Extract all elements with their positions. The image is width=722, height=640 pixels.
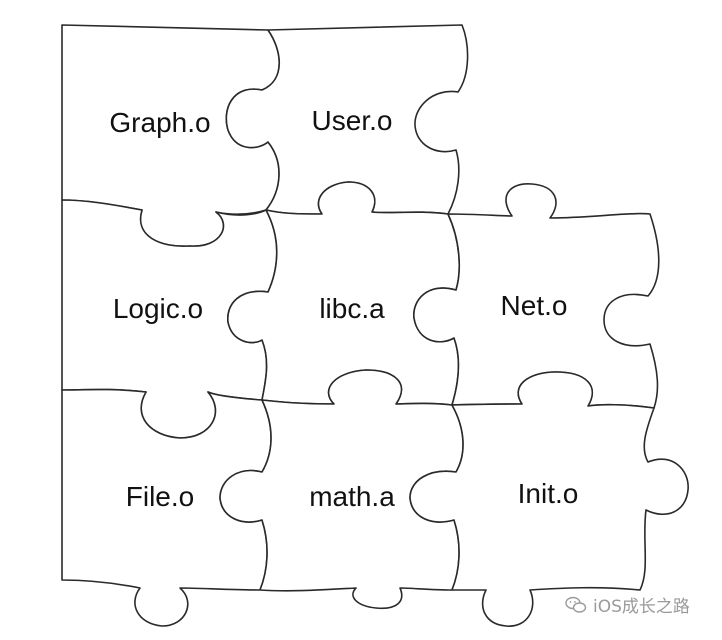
piece-init-shape — [409, 371, 689, 627]
label-net: Net.o — [501, 290, 568, 321]
label-init: Init.o — [518, 478, 579, 509]
piece-init: Init.o — [409, 371, 689, 627]
piece-net: Net.o — [413, 183, 660, 409]
watermark: iOS成长之路 — [565, 592, 690, 617]
label-user: User.o — [312, 105, 393, 136]
label-file: File.o — [126, 481, 194, 512]
label-logic: Logic.o — [113, 293, 203, 324]
label-libc: libc.a — [319, 293, 385, 324]
piece-math: math.a — [219, 369, 464, 610]
label-math: math.a — [309, 481, 395, 512]
piece-net-shape — [413, 183, 660, 409]
watermark-text: iOS成长之路 — [593, 597, 690, 617]
piece-user: User.o — [225, 24, 469, 215]
wechat-bubble-icon — [565, 596, 587, 613]
piece-libc: libc.a — [227, 181, 461, 406]
label-graph: Graph.o — [109, 107, 210, 138]
